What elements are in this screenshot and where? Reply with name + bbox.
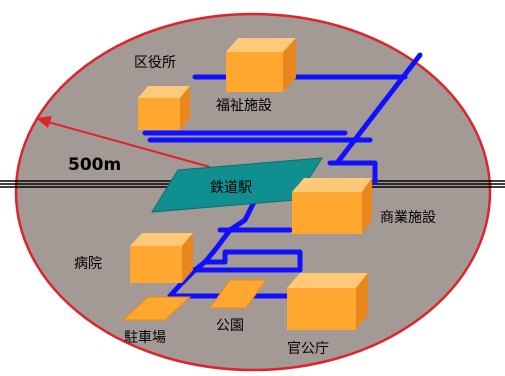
- hospital-building: [130, 233, 193, 283]
- welfare-facility-label: 福祉施設: [216, 98, 272, 114]
- park: [209, 279, 267, 309]
- distance-label: 500m: [68, 155, 121, 175]
- radius-arrow: [36, 116, 211, 168]
- station-label: 鉄道駅: [210, 180, 252, 196]
- parking-label: 駐車場: [124, 329, 166, 346]
- ward-office-building: [138, 86, 190, 130]
- commercial-facility-building: [292, 178, 372, 234]
- welfare-facility-building: [226, 38, 296, 92]
- government-office-building: [287, 273, 368, 330]
- hospital-label: 病院: [74, 256, 102, 272]
- park-label: 公園: [216, 318, 244, 334]
- ward-office-label: 区役所: [134, 55, 176, 71]
- commercial-facility-label: 商業施設: [380, 210, 436, 226]
- transit-route: [142, 52, 423, 299]
- government-office-label: 官公庁: [287, 341, 329, 357]
- parking-lot: [121, 296, 192, 321]
